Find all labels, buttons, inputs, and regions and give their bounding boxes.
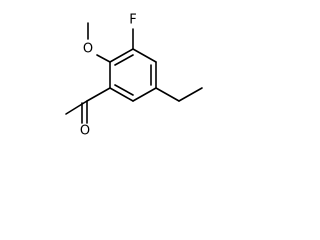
ring-inner-double-bond-c5-c6 — [114, 84, 134, 96]
bond-ethyl-ch2-ch3 — [178, 87, 203, 102]
ring-bond-c2-c3 — [132, 48, 157, 63]
bond-c6-carbonyl-carbon — [86, 87, 111, 102]
ring-bond-c4-c5 — [132, 87, 157, 102]
ring-bond-c5-c6 — [109, 87, 134, 102]
atom-label-methoxy-oxygen: O — [83, 42, 93, 57]
ring-inner-double-bond-c1-c2 — [114, 54, 134, 66]
bond-carbonyl-carbon-methyl — [65, 100, 88, 115]
atom-label-fluorine: F — [129, 13, 136, 28]
bond-c1-methoxy-oxygen — [96, 54, 111, 63]
chemical-structure-diagram: F O O — [65, 13, 203, 139]
bond-c4-ethyl-ch2 — [155, 87, 180, 102]
atom-label-ketone-oxygen: O — [80, 124, 90, 139]
ring-bond-c1-c2 — [109, 48, 134, 63]
